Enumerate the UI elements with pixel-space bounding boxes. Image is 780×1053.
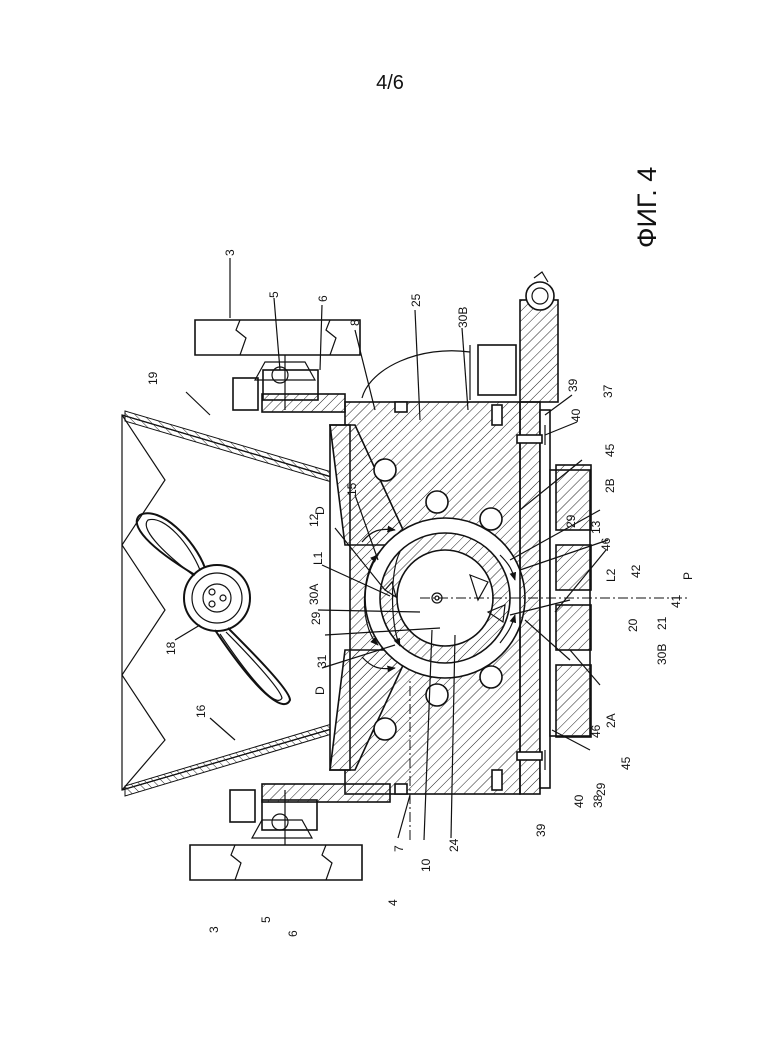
side-arm <box>520 272 558 402</box>
label-6-bottom: 6 <box>286 930 300 937</box>
label-p: P <box>681 572 695 580</box>
label-4: 4 <box>386 899 400 906</box>
label-12: 12 <box>307 513 321 527</box>
label-2a: 2A <box>604 713 618 728</box>
label-30a: 30A <box>307 584 321 605</box>
label-7: 7 <box>392 845 406 852</box>
label-46-a: 46 <box>599 537 613 551</box>
label-40-bottom: 40 <box>572 794 586 808</box>
label-37: 37 <box>601 384 615 398</box>
label-10: 10 <box>419 858 433 872</box>
label-30b-top: 30B <box>456 307 470 328</box>
fan-assembly <box>137 513 290 704</box>
label-3-top: 3 <box>223 249 237 256</box>
label-5-bottom: 5 <box>259 916 273 923</box>
label-29-a: 29 <box>564 514 578 528</box>
label-19: 19 <box>146 371 160 385</box>
bottom-carriage <box>190 784 390 880</box>
label-6-top: 6 <box>316 295 330 302</box>
label-30b-bottom: 30B <box>655 644 669 665</box>
label-5-top: 5 <box>267 291 281 298</box>
label-21: 21 <box>655 616 669 630</box>
label-29-b: 29 <box>309 611 323 625</box>
label-46-b: 46 <box>589 724 603 738</box>
label-l1: L1 <box>311 551 325 565</box>
label-45-top: 45 <box>603 443 617 457</box>
label-20: 20 <box>626 618 640 632</box>
label-l2: L2 <box>604 568 618 582</box>
label-24: 24 <box>447 838 461 852</box>
label-29-c: 29 <box>594 782 608 796</box>
label-31: 31 <box>315 654 329 668</box>
label-39-bottom: 39 <box>534 823 548 837</box>
label-42: 42 <box>629 564 643 578</box>
label-18: 18 <box>164 641 178 655</box>
label-25: 25 <box>409 293 423 307</box>
label-13: 13 <box>589 520 603 534</box>
label-16: 16 <box>194 704 208 718</box>
label-15: 15 <box>345 482 359 496</box>
label-2b: 2B <box>603 478 617 493</box>
label-3-bottom: 3 <box>207 926 221 933</box>
hopper <box>122 411 335 796</box>
label-d-bottom: D <box>313 686 327 695</box>
label-41: 41 <box>669 594 683 608</box>
label-45-bottom: 45 <box>619 756 633 770</box>
label-38: 38 <box>591 794 605 808</box>
label-39-top: 39 <box>566 378 580 392</box>
figure-title: ФИГ. 4 <box>632 167 662 248</box>
label-40-top: 40 <box>569 408 583 422</box>
label-8: 8 <box>348 319 362 326</box>
